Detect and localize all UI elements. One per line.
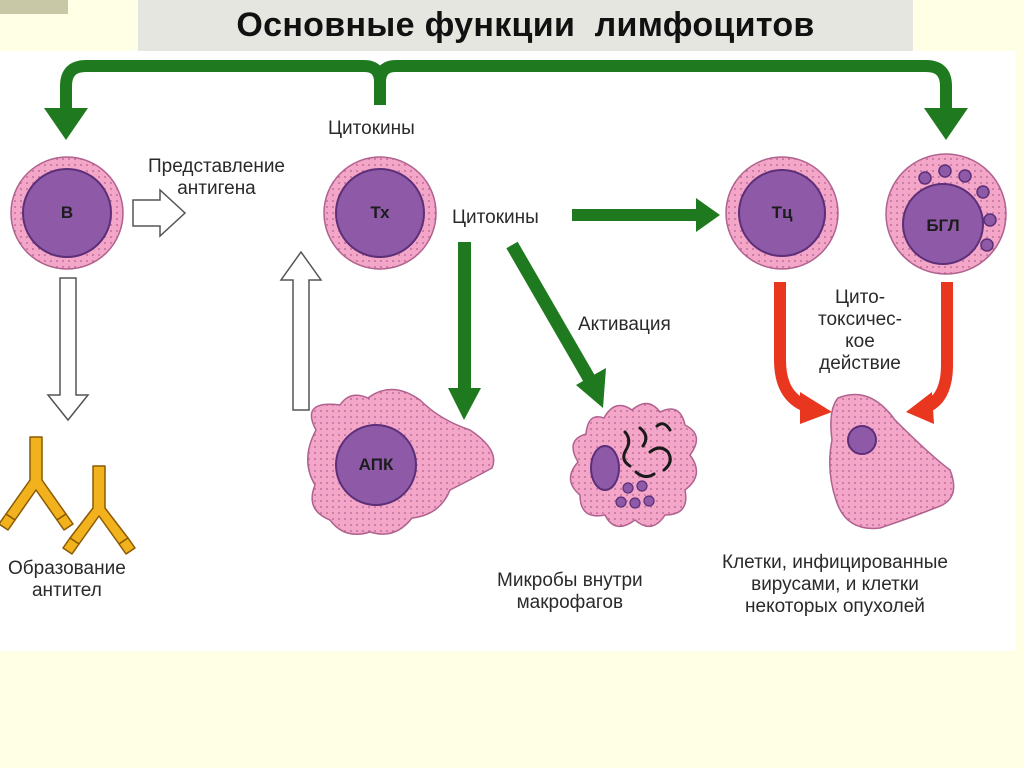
macrophage-cell: [569, 402, 698, 528]
apc-cell: [307, 388, 495, 535]
bgl-cell: [885, 153, 1007, 275]
cytotoxic-arrow-bgl: [906, 282, 953, 424]
antigen-presentation-arrow: [132, 188, 187, 238]
title-bar: Основные функции лимфоцитов: [138, 0, 913, 51]
antibody-left: [0, 436, 74, 531]
cytokines-mid-label: Цитокины: [452, 207, 539, 228]
cytokine-arrow-apc: [448, 242, 481, 420]
arrow-head-b: [44, 108, 88, 140]
th-cell: [323, 156, 437, 270]
microbes-label: Микробы внутри макрофагов: [497, 570, 643, 613]
arrow-head-bgl: [924, 108, 968, 140]
antigen-presentation-label: Представление антигена: [148, 156, 285, 199]
activation-arrow: [506, 241, 606, 408]
apc-to-th-arrow: [279, 250, 323, 411]
corner-tab: [0, 0, 68, 14]
cytotoxic-label: Цито- токсичес- кое действие: [818, 287, 902, 374]
activation-label: Активация: [578, 314, 671, 335]
bgl-cell-label: БГЛ: [926, 216, 960, 235]
microbes: [622, 422, 672, 479]
infected-cell: [829, 393, 955, 530]
infected-cells-label: Клетки, инфицированные вирусами, и клетк…: [722, 552, 948, 617]
b-cell: [10, 156, 124, 270]
th-cell-label: Тх: [370, 203, 390, 222]
page-title: Основные функции лимфоцитов: [236, 6, 815, 44]
diagram-panel: [0, 51, 1016, 651]
antibody-formation-arrow: [46, 277, 90, 422]
b-cell-label: В: [60, 203, 74, 222]
tc-cell: [725, 156, 839, 270]
top-cytokine-arrow: [44, 60, 968, 140]
antibody-formation-label: Образование антител: [8, 558, 126, 601]
tc-cell-label: Тц: [771, 203, 793, 222]
bgl-granules: [918, 164, 997, 252]
cytokine-arrow-tc: [572, 198, 720, 232]
cytotoxic-arrow-tc: [774, 282, 832, 424]
apc-cell-label: АПК: [358, 455, 394, 474]
cytokines-top-label: Цитокины: [328, 118, 415, 139]
antibody-right: [62, 465, 136, 555]
